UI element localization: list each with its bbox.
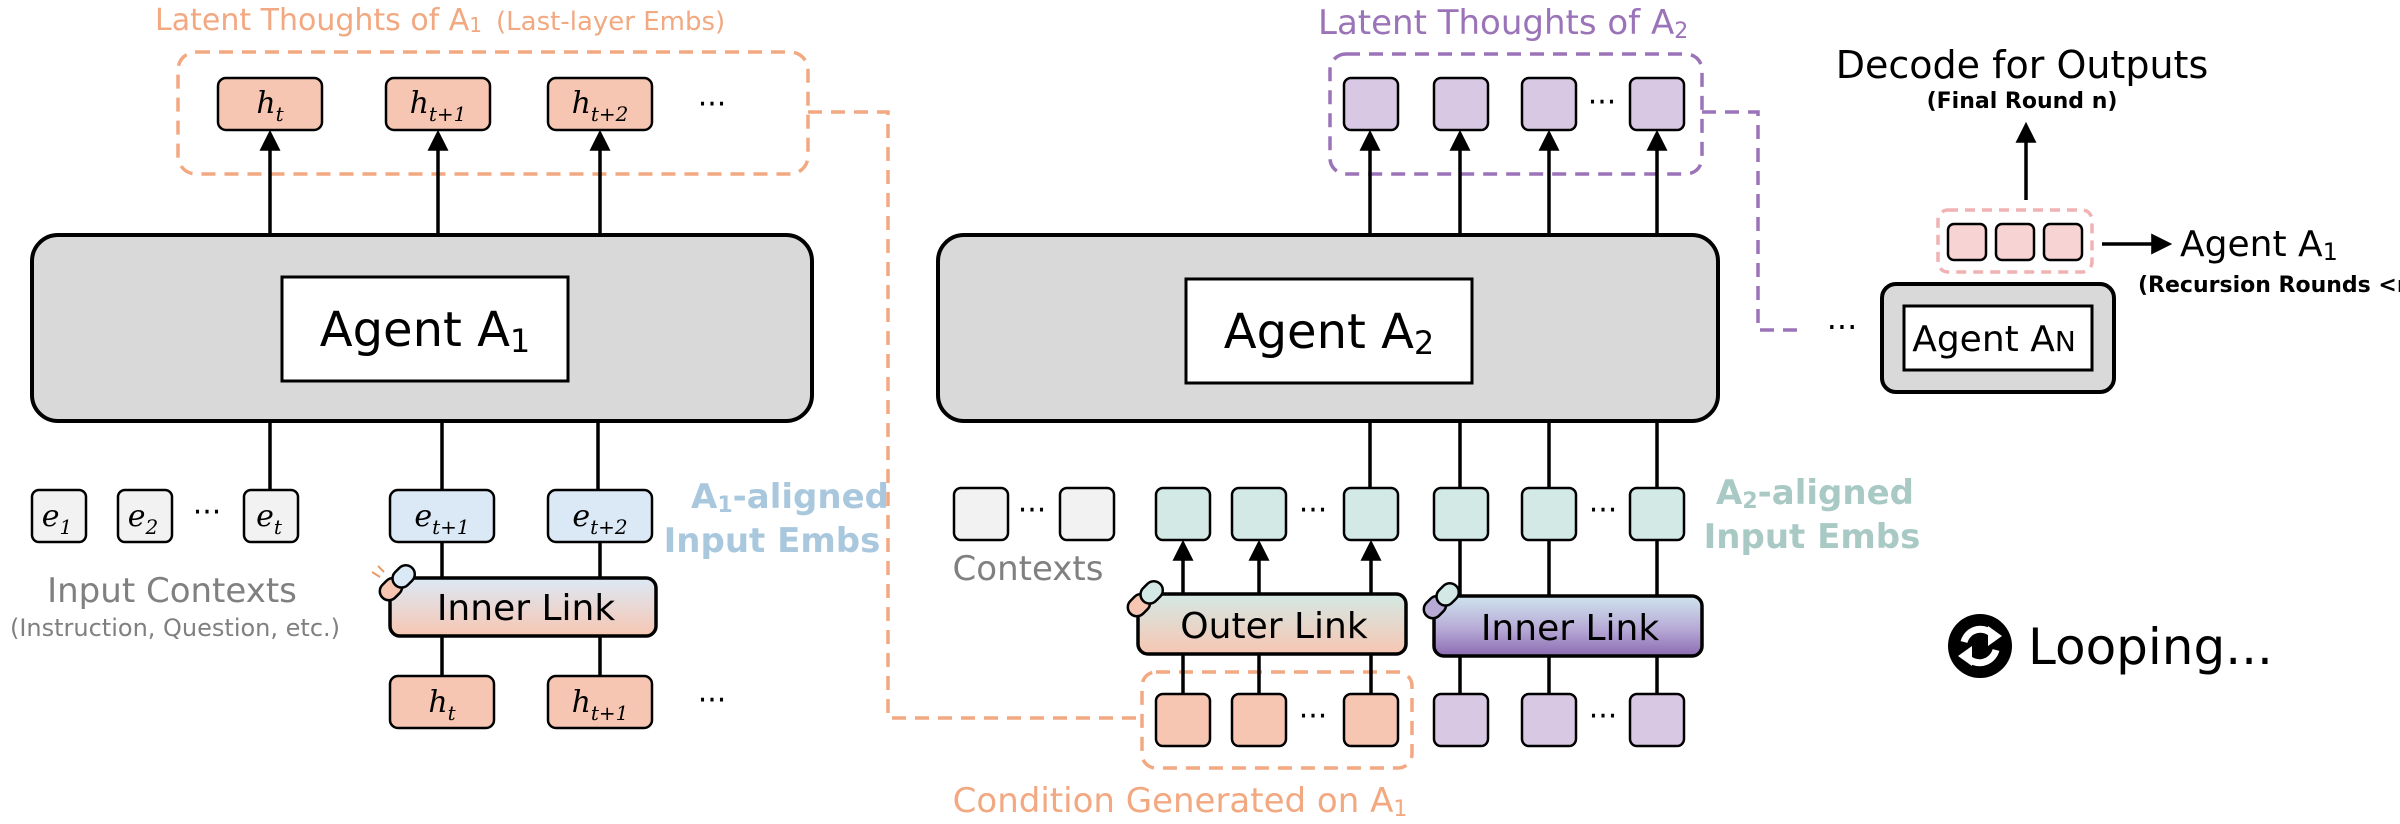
agent-a2-label: Agent A	[1224, 304, 1414, 360]
agent-n-label-box	[1902, 304, 2094, 372]
inner-link-a1	[388, 576, 658, 638]
agent-a1-label-box	[280, 275, 570, 383]
output-token	[1946, 222, 1988, 262]
latent-thought-token	[1628, 76, 1686, 132]
aligned-input-token	[1342, 486, 1400, 542]
svg-text:et+1: et+1	[414, 499, 469, 539]
recursion-target-label: Agent A	[2180, 224, 2323, 265]
link-icon	[1126, 579, 1165, 618]
condition-box	[1140, 670, 1414, 770]
loop-icon	[1948, 614, 2012, 678]
latent-thought-token	[1628, 692, 1686, 748]
condition-token	[1154, 692, 1212, 748]
output-token	[1994, 222, 2036, 262]
inner-link-a2	[1432, 594, 1704, 658]
svg-text:A1-aligned: A1-aligned	[691, 477, 889, 518]
condition-label: Condition Generated on A	[953, 781, 1394, 821]
aligned-input-token	[1154, 486, 1212, 542]
panel-agent-n: ··· Decode for Outputs (Final Round n) A…	[1827, 43, 2400, 678]
link-icon	[378, 563, 417, 602]
svg-text:Agent A1: Agent A1	[2180, 224, 2338, 266]
ellipsis: ···	[698, 683, 727, 718]
svg-text:Agent A2: Agent A2	[1224, 304, 1435, 362]
svg-text:Outer Link: Outer Link	[1180, 606, 1368, 647]
link-icon	[1422, 581, 1461, 620]
svg-text:Inner Link: Inner Link	[437, 588, 616, 629]
aligned-input-token	[1230, 486, 1288, 542]
agent-n-label: Agent A	[1912, 319, 2055, 360]
svg-text:Latent Thoughts of A1(Last-lay: Latent Thoughts of A1(Last-layer Embs)	[155, 3, 725, 38]
svg-text:ht: ht	[256, 86, 284, 126]
agent-a2-label-box	[1184, 277, 1474, 385]
hidden-state-token	[546, 674, 654, 730]
latent-thought-token	[1432, 692, 1490, 748]
context-token	[952, 486, 1010, 542]
latent-thoughts-a2-box	[1328, 52, 1704, 176]
a2-aligned-label-line2: Input Embs	[1704, 517, 1921, 557]
svg-text:Agent A1: Agent A1	[320, 302, 531, 360]
svg-text:ht+1: ht+1	[572, 685, 629, 725]
condition-connector	[808, 110, 1142, 720]
a2-connector	[1702, 110, 1800, 332]
svg-text:e2: e2	[128, 499, 159, 539]
svg-text:ht+2: ht+2	[572, 86, 629, 126]
a1-aligned-label-line2: Input Embs	[664, 521, 881, 561]
ellipsis: ···	[1299, 493, 1328, 528]
input-embedding-token	[116, 488, 174, 544]
agent-a1-label: Agent A	[320, 302, 510, 358]
svg-text:Agent AN: Agent AN	[1912, 319, 2076, 360]
svg-text:Condition Generated on A1: Condition Generated on A1	[953, 781, 1408, 822]
input-embedding-token	[242, 488, 300, 544]
hidden-state-token	[388, 674, 496, 730]
svg-text:ht: ht	[428, 685, 456, 725]
svg-text:ht+1: ht+1	[410, 86, 467, 126]
ellipsis: ···	[1827, 308, 1858, 346]
latent-thought-token	[1520, 692, 1578, 748]
latent-thoughts-a2-title: Latent Thoughts of A	[1318, 3, 1674, 43]
latent-thought-token	[1342, 76, 1400, 132]
recursion-note: (Recursion Rounds <n	[2138, 273, 2400, 298]
ellipsis: ···	[1018, 493, 1047, 528]
svg-text:e1: e1	[42, 499, 73, 539]
ellipsis: ···	[1589, 493, 1618, 528]
latent-thought-token	[1520, 76, 1578, 132]
panel-agent-2: Latent Thoughts of A2 ··· Agent A2 ··· C…	[936, 3, 1921, 822]
aligned-input-token	[1628, 486, 1686, 542]
input-embedding-token	[30, 488, 88, 544]
output-token	[2042, 222, 2084, 262]
a2-aligned-label: A	[1716, 473, 1743, 513]
svg-text:Inner Link: Inner Link	[1481, 608, 1660, 649]
ellipsis: ···	[193, 495, 222, 530]
ellipsis: ···	[1589, 699, 1618, 734]
svg-text:Latent Thoughts of A2: Latent Thoughts of A2	[1318, 3, 1688, 44]
latent-thought-token	[1432, 76, 1490, 132]
condition-token	[1230, 692, 1288, 748]
aligned-input-token	[1432, 486, 1490, 542]
decode-title: Decode for Outputs	[1836, 43, 2209, 87]
ellipsis: ···	[1299, 699, 1328, 734]
ellipsis: ···	[698, 87, 727, 122]
svg-text:A2-aligned: A2-aligned	[1716, 473, 1914, 514]
input-contexts-label: Input Contexts	[47, 571, 297, 611]
context-token	[1058, 486, 1116, 542]
panel-agent-1: Latent Thoughts of A1(Last-layer Embs) h…	[10, 3, 889, 730]
input-contexts-note: (Instruction, Question, etc.)	[10, 614, 340, 642]
latent-thoughts-a1-title: Latent Thoughts of A	[155, 3, 470, 38]
a1-aligned-label: A	[691, 477, 718, 517]
condition-token	[1342, 692, 1400, 748]
outer-link	[1136, 592, 1408, 656]
output-token-box	[1936, 208, 2094, 274]
looping-label: Looping...	[2028, 618, 2273, 676]
decode-note: (Final Round n)	[1927, 89, 2118, 114]
aligned-input-token	[1520, 486, 1578, 542]
ellipsis: ···	[1588, 85, 1617, 120]
svg-text:et: et	[256, 499, 283, 539]
svg-text:et+2: et+2	[572, 499, 627, 539]
contexts-label: Contexts	[953, 549, 1104, 589]
